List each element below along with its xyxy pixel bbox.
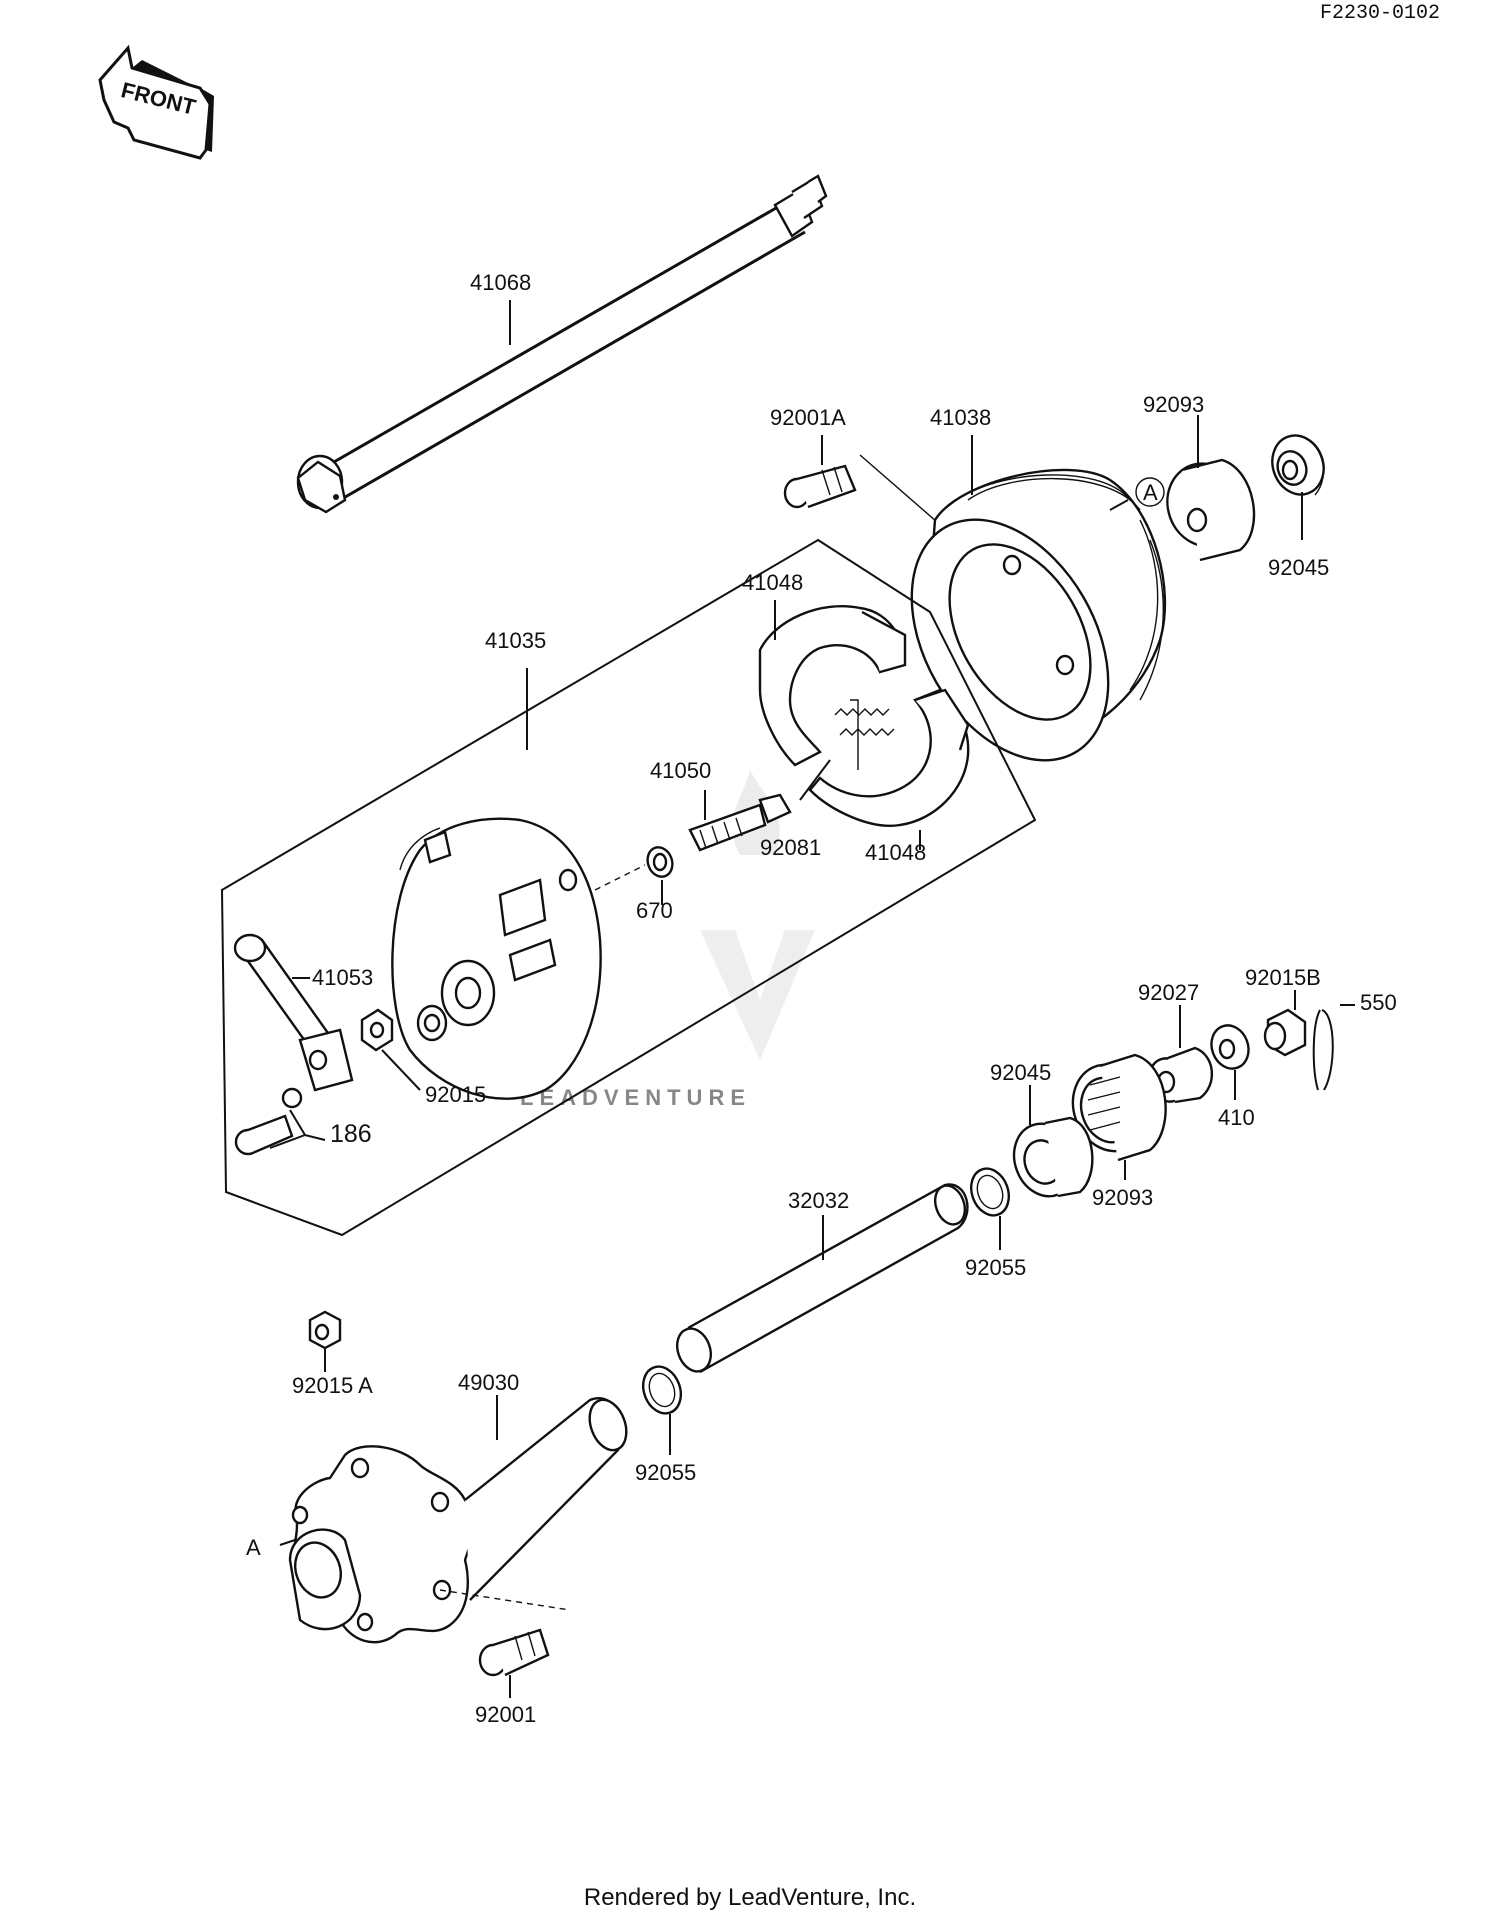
callout-41068: 41068 — [470, 270, 531, 295]
collar-92027 — [1148, 1005, 1214, 1104]
callout-92001A: 92001A — [770, 405, 846, 430]
brake-shoe-41048-upper — [758, 600, 907, 767]
front-arrow-icon: FRONT — [98, 44, 214, 160]
washer-670 — [594, 846, 674, 905]
callout-92045-lower: 92045 — [990, 1060, 1051, 1085]
callout-49030: 49030 — [458, 1370, 519, 1395]
callout-670: 670 — [636, 898, 673, 923]
bolt-186 — [234, 1087, 326, 1156]
watermark-text: LEADVENTURE — [520, 1085, 751, 1110]
callout-92015A: 92015 A — [292, 1373, 373, 1398]
brake-cam-41050 — [688, 790, 792, 852]
callout-92055-lower: 92055 — [635, 1460, 696, 1485]
callout-92001: 92001 — [475, 1702, 536, 1727]
figure-code: F2230-0102 — [1319, 2, 1440, 25]
callout-41050: 41050 — [650, 758, 711, 783]
callout-92045-upper: 92045 — [1268, 555, 1329, 580]
bolt-92001 — [478, 1628, 550, 1698]
circlip-92055-lower — [641, 1365, 683, 1455]
callout-550: 550 — [1360, 990, 1397, 1015]
nut-92015 — [360, 1008, 421, 1091]
spacer-tube-32032 — [675, 1183, 969, 1374]
callout-92093-lower: 92093 — [1092, 1185, 1153, 1210]
callout-92015B: 92015B — [1245, 965, 1321, 990]
bearing-92093-lower — [1071, 1053, 1167, 1180]
callout-41035: 41035 — [485, 628, 546, 653]
callout-A-upper: A — [1143, 480, 1158, 505]
callout-32032: 32032 — [788, 1188, 849, 1213]
brake-lever-41053 — [233, 933, 354, 1092]
seal-92045-lower — [1012, 1085, 1094, 1198]
circlip-92055-upper — [969, 1167, 1011, 1250]
callout-92015: 92015 — [425, 1082, 486, 1107]
nut-92015B — [1263, 990, 1307, 1057]
callout-92027: 92027 — [1138, 980, 1199, 1005]
panel-outline-41035 — [220, 538, 1037, 1237]
brake-drum-41038 — [910, 435, 1167, 762]
callout-41048-lower: 41048 — [865, 840, 926, 865]
callout-41038: 41038 — [930, 405, 991, 430]
callout-41048-upper: 41048 — [742, 570, 803, 595]
spring-92081 — [799, 699, 895, 801]
callout-92081: 92081 — [760, 835, 821, 860]
axle-41068 — [296, 174, 828, 514]
brake-backing-plate — [391, 817, 602, 1100]
callout-92093-upper: 92093 — [1143, 392, 1204, 417]
bolt-92001A — [783, 435, 999, 576]
brake-shoe-41048-lower — [808, 688, 970, 850]
seal-92045-upper — [1271, 434, 1325, 540]
callout-186: 186 — [330, 1120, 372, 1148]
footer-credit: Rendered by LeadVenture, Inc. — [583, 1884, 917, 1911]
washer-410 — [1210, 1024, 1250, 1100]
callout-410: 410 — [1218, 1105, 1255, 1130]
callout-92055-upper: 92055 — [965, 1255, 1026, 1280]
bearing-92093-upper — [1166, 415, 1256, 562]
hub-49030 — [279, 1395, 628, 1644]
callout-41053: 41053 — [312, 965, 373, 990]
cotter-pin-550 — [1312, 1004, 1355, 1091]
nut-92015A — [308, 1310, 342, 1372]
callout-A-lower: A — [246, 1535, 261, 1560]
